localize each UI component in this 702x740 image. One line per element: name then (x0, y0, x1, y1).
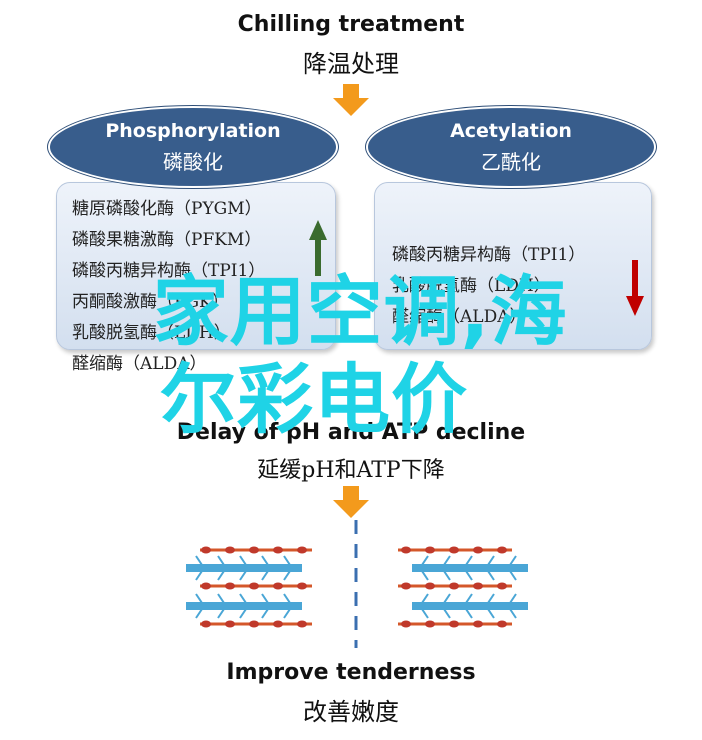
filament-bead (249, 582, 259, 590)
right-enzyme-item: 乳酸脱氢酶（LDH） (392, 276, 551, 296)
left-enzyme-item: 磷酸丙糖异构酶（TPI1） (72, 261, 266, 281)
filament-bead (401, 620, 411, 628)
cross-bridge (217, 593, 228, 619)
filament-bead (225, 620, 235, 628)
down-arrow-icon (626, 260, 644, 316)
cross-bridge (462, 593, 473, 619)
cross-bridge (506, 593, 517, 619)
right-enzyme-item: 醛缩酶（ALDA） (392, 307, 527, 327)
filament-bead (473, 546, 483, 554)
cross-bridge (484, 555, 495, 581)
cross-bridge (283, 555, 294, 581)
right-enzyme-item: 磷酸丙糖异构酶（TPI1） (392, 245, 586, 265)
filament-bead (249, 620, 259, 628)
cross-bridge (195, 555, 206, 581)
cross-bridge (418, 593, 429, 619)
acetylation-panel (374, 182, 652, 350)
acetylation-title: Acetylation (450, 120, 572, 142)
filament-bead (201, 620, 211, 628)
cross-bridge (440, 593, 451, 619)
phosphorylation-title-zh: 磷酸化 (163, 150, 223, 174)
cross-bridge (239, 555, 250, 581)
thick-filament (412, 602, 528, 610)
title-chinese: 降温处理 (303, 50, 399, 78)
filament-bead (273, 582, 283, 590)
cross-bridge (239, 593, 250, 619)
filament-bead (225, 582, 235, 590)
filament-bead (425, 546, 435, 554)
filament-bead (497, 546, 507, 554)
filament-bead (297, 582, 307, 590)
filament-bead (497, 582, 507, 590)
footer-caption-chinese: 改善嫩度 (303, 698, 399, 726)
filament-bead (201, 582, 211, 590)
cross-bridge (261, 555, 272, 581)
cross-bridge (195, 593, 206, 619)
watermark-text: 家用空调,海 尔彩电价 (40, 268, 680, 444)
cross-bridge (217, 555, 228, 581)
filament-bead (449, 620, 459, 628)
cross-bridge (283, 593, 294, 619)
filament-bead (449, 582, 459, 590)
filament-bead (401, 582, 411, 590)
watermark-line-2: 尔彩电价 (160, 355, 468, 444)
footer-caption-english: Improve tenderness (226, 660, 476, 685)
flow-arrow-icon (333, 486, 369, 520)
filament-bead (449, 546, 459, 554)
filament-bead (473, 582, 483, 590)
filament-bead (425, 620, 435, 628)
filament-bead (425, 582, 435, 590)
phosphorylation-title: Phosphorylation (105, 120, 281, 142)
middle-caption-chinese: 延缓pH和ATP下降 (257, 458, 445, 483)
watermark-line-1: 家用空调,海 (152, 267, 568, 356)
filament-bead (473, 620, 483, 628)
filament-bead (497, 620, 507, 628)
title-english: Chilling treatment (237, 12, 465, 37)
middle-caption-english: Delay of pH and ATP decline (176, 420, 526, 445)
up-arrow-icon (309, 220, 327, 276)
flow-arrow-icon (333, 84, 369, 118)
phosphorylation-ellipse: Phosphorylation 磷酸化 (48, 106, 338, 188)
filament-bead (297, 620, 307, 628)
filament-bead (401, 546, 411, 554)
left-enzyme-item: 丙酮酸激酶（PGK） (72, 292, 229, 312)
left-enzyme-item: 磷酸果糖激酶（PFKM） (72, 230, 262, 250)
cross-bridge (440, 555, 451, 581)
acetylation-ellipse: Acetylation 乙酰化 (366, 106, 656, 188)
cross-bridge (462, 555, 473, 581)
thick-filament (186, 564, 302, 572)
left-enzyme-item: 乳酸脱氢酶（LDH） (72, 323, 231, 343)
thick-filament (412, 564, 528, 572)
acetylation-title-zh: 乙酰化 (481, 150, 541, 174)
thick-filament (186, 602, 302, 610)
filament-bead (297, 546, 307, 554)
left-enzyme-item: 醛缩酶（ALDA） (72, 354, 207, 374)
left-enzyme-item: 糖原磷酸化酶（PYGM） (72, 199, 262, 219)
cross-bridge (261, 593, 272, 619)
filament-bead (273, 620, 283, 628)
filament-bead (201, 546, 211, 554)
filament-bead (225, 546, 235, 554)
cross-bridge (506, 555, 517, 581)
filament-bead (273, 546, 283, 554)
cross-bridge (484, 593, 495, 619)
filament-bead (249, 546, 259, 554)
cross-bridge (418, 555, 429, 581)
